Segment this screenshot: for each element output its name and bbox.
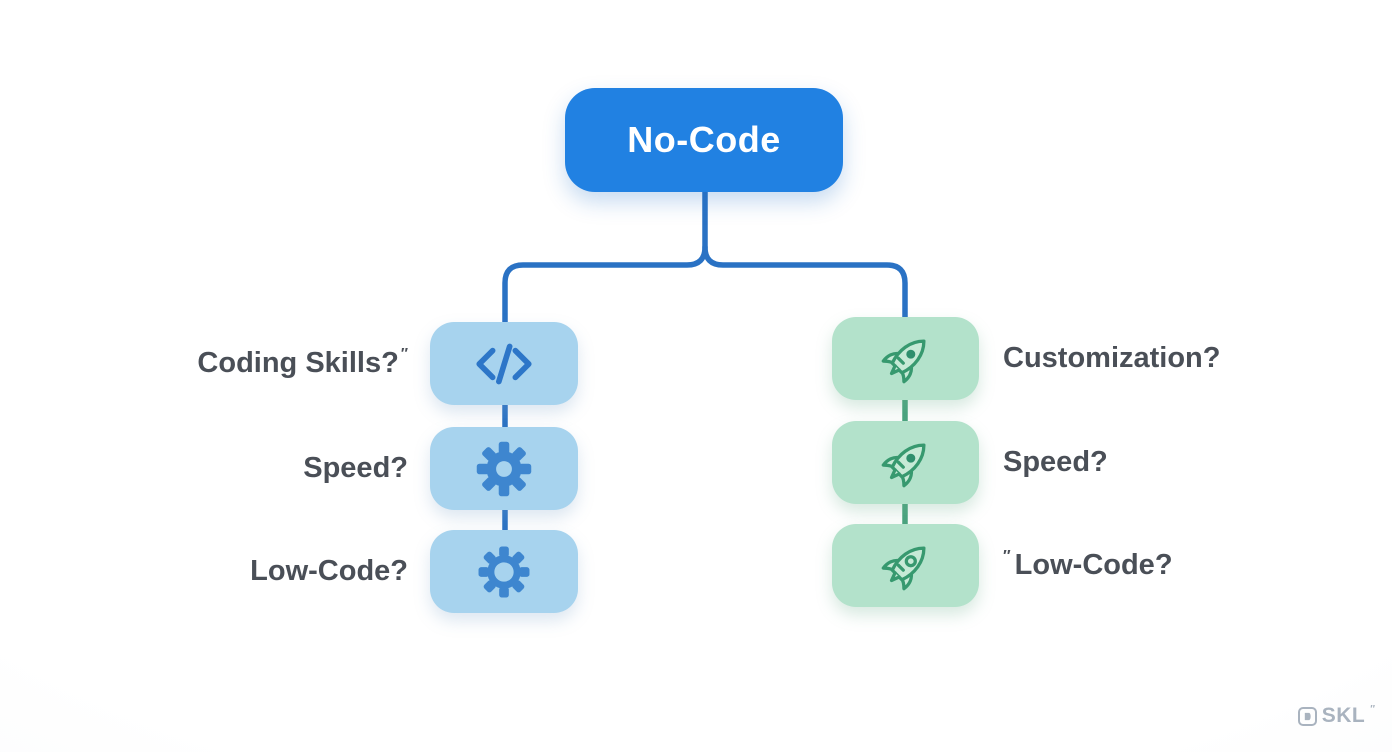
branch-node-low-code-left: [430, 530, 578, 613]
rocket-icon: [871, 428, 941, 498]
rocket-icon: [871, 531, 941, 601]
label-customization: Customization?: [1003, 342, 1221, 374]
branch-node-coding-skills: [430, 322, 578, 405]
branch-node-customization: [832, 317, 979, 400]
prime-mark: ″: [400, 345, 408, 362]
gear-solid-icon: [475, 440, 533, 498]
rocket-icon: [871, 324, 941, 394]
watermark-text: SKL: [1321, 704, 1366, 727]
branch-node-speed-left: [430, 427, 578, 510]
connector-trunk-left: [502, 189, 708, 327]
branch-node-low-code-right: [832, 524, 979, 607]
watermark-prime-mark: ″: [1370, 704, 1375, 715]
connector-trunk-right: [702, 244, 908, 322]
label-speed-right: Speed?: [1003, 446, 1108, 478]
prime-mark: ″: [1003, 547, 1011, 565]
root-node-label: No-Code: [627, 119, 781, 160]
branch-node-speed-right: [832, 421, 979, 504]
label-speed-left: Speed?: [303, 452, 408, 484]
gear-outline-icon: [475, 543, 533, 601]
code-icon: [471, 339, 537, 389]
logo-badge-icon: [1297, 707, 1317, 726]
label-low-code-left: Low-Code?: [250, 555, 408, 587]
watermark: SKL ″: [1297, 704, 1375, 727]
root-node: No-Code: [565, 88, 843, 192]
label-coding-skills: Coding Skills?″: [197, 345, 408, 379]
label-low-code-right: ″Low-Code?: [1003, 547, 1173, 582]
